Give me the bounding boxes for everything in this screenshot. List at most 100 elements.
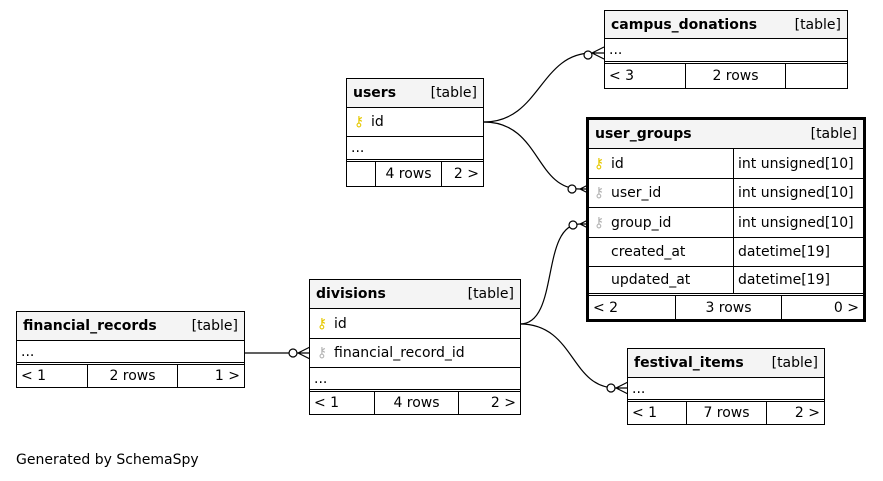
optional-marker-user-groups-user-id bbox=[567, 184, 577, 194]
ellipsis-text: ... bbox=[21, 343, 35, 360]
children-count[interactable]: 1 > bbox=[177, 365, 244, 387]
ellipsis-row: ... bbox=[347, 137, 483, 162]
parents-count[interactable]: < 1 bbox=[21, 368, 47, 384]
foreign-key-icon: ⚷ bbox=[593, 214, 605, 231]
ellipsis-text: ... bbox=[609, 42, 623, 58]
ellipsis-text: ... bbox=[632, 380, 646, 397]
parents-count[interactable]: < 1 bbox=[632, 405, 658, 421]
column-type: int unsigned[10] bbox=[733, 179, 863, 207]
table-header: financial_records [table] bbox=[17, 312, 244, 341]
column-row[interactable]: ⚷ id bbox=[347, 108, 483, 137]
column-name: id bbox=[334, 315, 347, 332]
children-count[interactable]: 2 > bbox=[441, 162, 483, 186]
column-row[interactable]: ⚷ financial_record_id bbox=[310, 339, 520, 368]
generated-by-text: Generated by SchemaSpy bbox=[16, 452, 199, 468]
edge-users-campus-donations bbox=[483, 52, 593, 123]
column-type: int unsigned[10] bbox=[733, 149, 863, 178]
optional-marker-festival-items bbox=[606, 383, 616, 393]
table-kind: [table] bbox=[191, 318, 238, 334]
edge-divisions-festival-items bbox=[519, 323, 617, 389]
table-footer: 4 rows 2 > bbox=[347, 162, 483, 186]
table-footer: < 1 4 rows 2 > bbox=[310, 392, 520, 414]
ellipsis-row: ... bbox=[17, 341, 244, 365]
table-name: divisions bbox=[316, 286, 386, 302]
table-footer: < 2 3 rows 0 > bbox=[589, 296, 863, 319]
column-name: user_id bbox=[611, 185, 662, 201]
column-name-cell: created_at bbox=[589, 238, 733, 266]
column-name-cell: ⚷ id bbox=[589, 149, 733, 178]
table-kind: [table] bbox=[794, 16, 841, 33]
ellipsis-row: ... bbox=[628, 378, 824, 402]
children-count[interactable] bbox=[785, 64, 847, 88]
table-header: divisions [table] bbox=[310, 280, 520, 309]
table-footer: < 1 7 rows 2 > bbox=[628, 402, 824, 424]
table-name: users bbox=[353, 85, 397, 101]
table-user-groups[interactable]: user_groups [table] ⚷ id int unsigned[10… bbox=[586, 117, 866, 322]
primary-key-icon: ⚷ bbox=[316, 315, 328, 332]
table-name: campus_donations bbox=[611, 16, 758, 33]
table-divisions[interactable]: divisions [table] ⚷ id ⚷ financial_recor… bbox=[309, 279, 521, 415]
column-name-cell: ⚷ group_id bbox=[589, 208, 733, 237]
ellipsis-row: ... bbox=[605, 39, 847, 64]
children-count[interactable]: 2 > bbox=[458, 392, 520, 414]
table-name: user_groups bbox=[595, 126, 692, 142]
row-count: 4 rows bbox=[375, 162, 441, 186]
table-kind: [table] bbox=[430, 85, 477, 101]
table-name: financial_records bbox=[23, 318, 157, 334]
ellipsis-text: ... bbox=[351, 140, 365, 156]
children-count[interactable]: 0 > bbox=[781, 296, 863, 319]
table-kind: [table] bbox=[810, 126, 857, 142]
edge-users-user-groups bbox=[483, 121, 581, 190]
row-count: 4 rows bbox=[374, 392, 458, 414]
parents-count[interactable] bbox=[347, 162, 375, 186]
table-footer: < 3 2 rows bbox=[605, 64, 847, 88]
table-financial-records[interactable]: financial_records [table] ... < 1 2 rows… bbox=[16, 311, 245, 388]
column-row[interactable]: ⚷ user_id int unsigned[10] bbox=[589, 179, 863, 208]
table-users[interactable]: users [table] ⚷ id ... 4 rows 2 > bbox=[346, 78, 484, 187]
children-count[interactable]: 2 > bbox=[766, 402, 824, 424]
table-festival-items[interactable]: festival_items [table] ... < 1 7 rows 2 … bbox=[627, 348, 825, 425]
ellipsis-text: ... bbox=[314, 370, 328, 387]
parents-count[interactable]: < 2 bbox=[593, 299, 619, 316]
table-header: user_groups [table] bbox=[589, 120, 863, 149]
edge-divisions-user-groups bbox=[519, 223, 581, 325]
column-row[interactable]: ⚷ id int unsigned[10] bbox=[589, 149, 863, 179]
table-header: campus_donations [table] bbox=[605, 11, 847, 39]
foreign-key-icon: ⚷ bbox=[593, 185, 605, 201]
column-row[interactable]: updated_at datetime[19] bbox=[589, 267, 863, 296]
table-campus-donations[interactable]: campus_donations [table] ... < 3 2 rows bbox=[604, 10, 848, 89]
column-name: updated_at bbox=[611, 272, 691, 288]
crowfoot-campus-donations bbox=[591, 46, 605, 60]
optional-marker-user-groups-group-id bbox=[568, 220, 578, 230]
ellipsis-row: ... bbox=[310, 368, 520, 392]
table-header: festival_items [table] bbox=[628, 349, 824, 378]
column-row[interactable]: ⚷ group_id int unsigned[10] bbox=[589, 208, 863, 238]
column-row[interactable]: created_at datetime[19] bbox=[589, 238, 863, 267]
row-count: 3 rows bbox=[675, 296, 781, 319]
column-name: id bbox=[611, 155, 624, 172]
column-type: int unsigned[10] bbox=[733, 208, 863, 237]
column-name: financial_record_id bbox=[334, 345, 465, 361]
table-kind: [table] bbox=[467, 286, 514, 302]
optional-marker-campus-donations bbox=[583, 50, 593, 60]
column-type: datetime[19] bbox=[733, 238, 863, 266]
table-kind: [table] bbox=[771, 355, 818, 371]
row-count: 7 rows bbox=[686, 402, 766, 424]
primary-key-icon: ⚷ bbox=[353, 114, 365, 130]
column-name: group_id bbox=[611, 214, 672, 231]
column-name: created_at bbox=[611, 244, 686, 260]
foreign-key-icon: ⚷ bbox=[316, 345, 328, 361]
table-name: festival_items bbox=[634, 355, 744, 371]
column-row[interactable]: ⚷ id bbox=[310, 309, 520, 339]
column-name-cell: updated_at bbox=[589, 267, 733, 293]
optional-marker-divisions bbox=[288, 348, 298, 358]
column-name: id bbox=[371, 114, 384, 130]
parents-count[interactable]: < 1 bbox=[314, 395, 340, 411]
column-name-cell: ⚷ user_id bbox=[589, 179, 733, 207]
table-footer: < 1 2 rows 1 > bbox=[17, 365, 244, 387]
column-type: datetime[19] bbox=[733, 267, 863, 293]
crowfoot-festival-items bbox=[615, 381, 629, 395]
primary-key-icon: ⚷ bbox=[593, 155, 605, 172]
parents-count[interactable]: < 3 bbox=[609, 68, 635, 84]
table-header: users [table] bbox=[347, 79, 483, 108]
